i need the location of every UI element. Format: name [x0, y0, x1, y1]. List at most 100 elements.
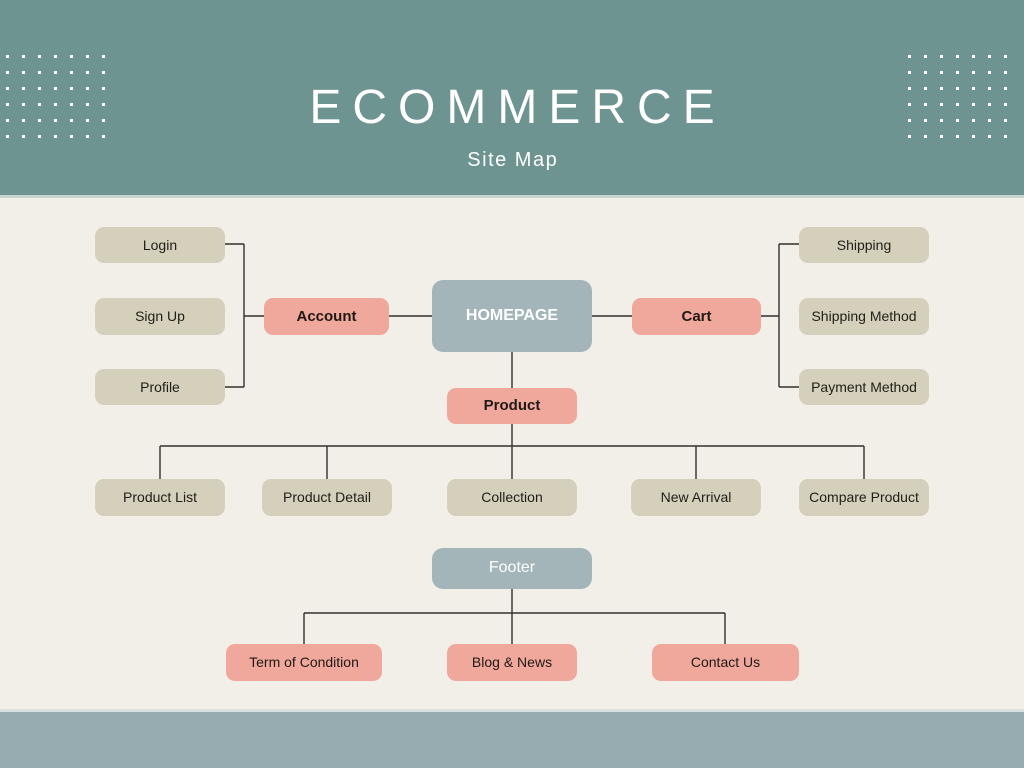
dot-decoration [22, 71, 25, 74]
dot-decoration [940, 119, 943, 122]
dot-pattern-right-decoration [908, 55, 1018, 140]
dot-decoration [988, 135, 991, 138]
node-footer[interactable]: Footer [432, 548, 592, 589]
dot-decoration [22, 119, 25, 122]
dot-decoration [54, 87, 57, 90]
dot-decoration [988, 119, 991, 122]
dot-decoration [972, 135, 975, 138]
dot-decoration [924, 135, 927, 138]
dot-decoration [972, 103, 975, 106]
dot-decoration [22, 103, 25, 106]
node-blog-and-news[interactable]: Blog & News [447, 644, 577, 681]
node-account[interactable]: Account [264, 298, 389, 335]
dot-decoration [924, 103, 927, 106]
dot-decoration [38, 135, 41, 138]
node-collection[interactable]: Collection [447, 479, 577, 516]
dot-decoration [54, 135, 57, 138]
dot-decoration [102, 71, 105, 74]
dot-decoration [22, 135, 25, 138]
dot-decoration [1004, 55, 1007, 58]
dot-decoration [86, 71, 89, 74]
dot-decoration [924, 87, 927, 90]
dot-decoration [70, 135, 73, 138]
node-shipping[interactable]: Shipping [799, 227, 929, 263]
page-subtitle: Site Map [467, 149, 559, 171]
dot-decoration [6, 71, 9, 74]
node-term-of-condition[interactable]: Term of Condition [226, 644, 382, 681]
node-payment-method[interactable]: Payment Method [799, 369, 929, 405]
dot-decoration [940, 71, 943, 74]
dot-decoration [54, 55, 57, 58]
node-shipping-method[interactable]: Shipping Method [799, 298, 929, 335]
bottom-bar-divider [0, 709, 1024, 712]
dot-decoration [102, 103, 105, 106]
dot-decoration [102, 135, 105, 138]
dot-decoration [940, 135, 943, 138]
dot-decoration [924, 55, 927, 58]
dot-decoration [988, 103, 991, 106]
node-sign-up[interactable]: Sign Up [95, 298, 225, 335]
dot-decoration [908, 103, 911, 106]
sitemap-diagram: HOMEPAGE Account Cart Product Login Sign… [0, 198, 1024, 709]
dot-decoration [908, 135, 911, 138]
node-new-arrival[interactable]: New Arrival [631, 479, 761, 516]
header-underline-divider [0, 195, 1024, 198]
dot-decoration [972, 87, 975, 90]
dot-decoration [908, 119, 911, 122]
node-cart[interactable]: Cart [632, 298, 761, 335]
dot-decoration [102, 55, 105, 58]
dot-decoration [972, 55, 975, 58]
node-product[interactable]: Product [447, 388, 577, 424]
node-contact-us[interactable]: Contact Us [652, 644, 799, 681]
node-homepage[interactable]: HOMEPAGE [432, 280, 592, 352]
dot-decoration [972, 71, 975, 74]
dot-decoration [956, 71, 959, 74]
node-profile[interactable]: Profile [95, 369, 225, 405]
dot-decoration [54, 71, 57, 74]
dot-decoration [70, 55, 73, 58]
dot-decoration [924, 71, 927, 74]
dot-decoration [54, 103, 57, 106]
node-compare-product[interactable]: Compare Product [799, 479, 929, 516]
dot-decoration [102, 87, 105, 90]
dot-decoration [6, 119, 9, 122]
dot-decoration [22, 87, 25, 90]
dot-decoration [1004, 71, 1007, 74]
dot-decoration [956, 55, 959, 58]
dot-decoration [70, 71, 73, 74]
dot-decoration [956, 103, 959, 106]
dot-decoration [38, 71, 41, 74]
dot-decoration [38, 87, 41, 90]
dot-decoration [54, 119, 57, 122]
dot-decoration [6, 87, 9, 90]
dot-decoration [1004, 119, 1007, 122]
dot-decoration [86, 103, 89, 106]
dot-decoration [102, 119, 105, 122]
dot-decoration [86, 55, 89, 58]
dot-decoration [908, 71, 911, 74]
dot-decoration [1004, 135, 1007, 138]
dot-decoration [86, 135, 89, 138]
node-product-detail[interactable]: Product Detail [262, 479, 392, 516]
dot-decoration [908, 87, 911, 90]
node-login[interactable]: Login [95, 227, 225, 263]
dot-decoration [86, 119, 89, 122]
dot-decoration [38, 103, 41, 106]
dot-decoration [6, 135, 9, 138]
dot-decoration [70, 119, 73, 122]
dot-decoration [70, 87, 73, 90]
dot-decoration [940, 103, 943, 106]
connector-lines [159, 243, 865, 644]
dot-decoration [38, 55, 41, 58]
dot-pattern-left-decoration [6, 55, 116, 140]
node-product-list[interactable]: Product List [95, 479, 225, 516]
header-banner [0, 0, 1024, 195]
dot-decoration [86, 87, 89, 90]
dot-decoration [988, 55, 991, 58]
dot-decoration [924, 119, 927, 122]
dot-decoration [6, 103, 9, 106]
dot-decoration [988, 71, 991, 74]
dot-decoration [940, 87, 943, 90]
dot-decoration [956, 87, 959, 90]
